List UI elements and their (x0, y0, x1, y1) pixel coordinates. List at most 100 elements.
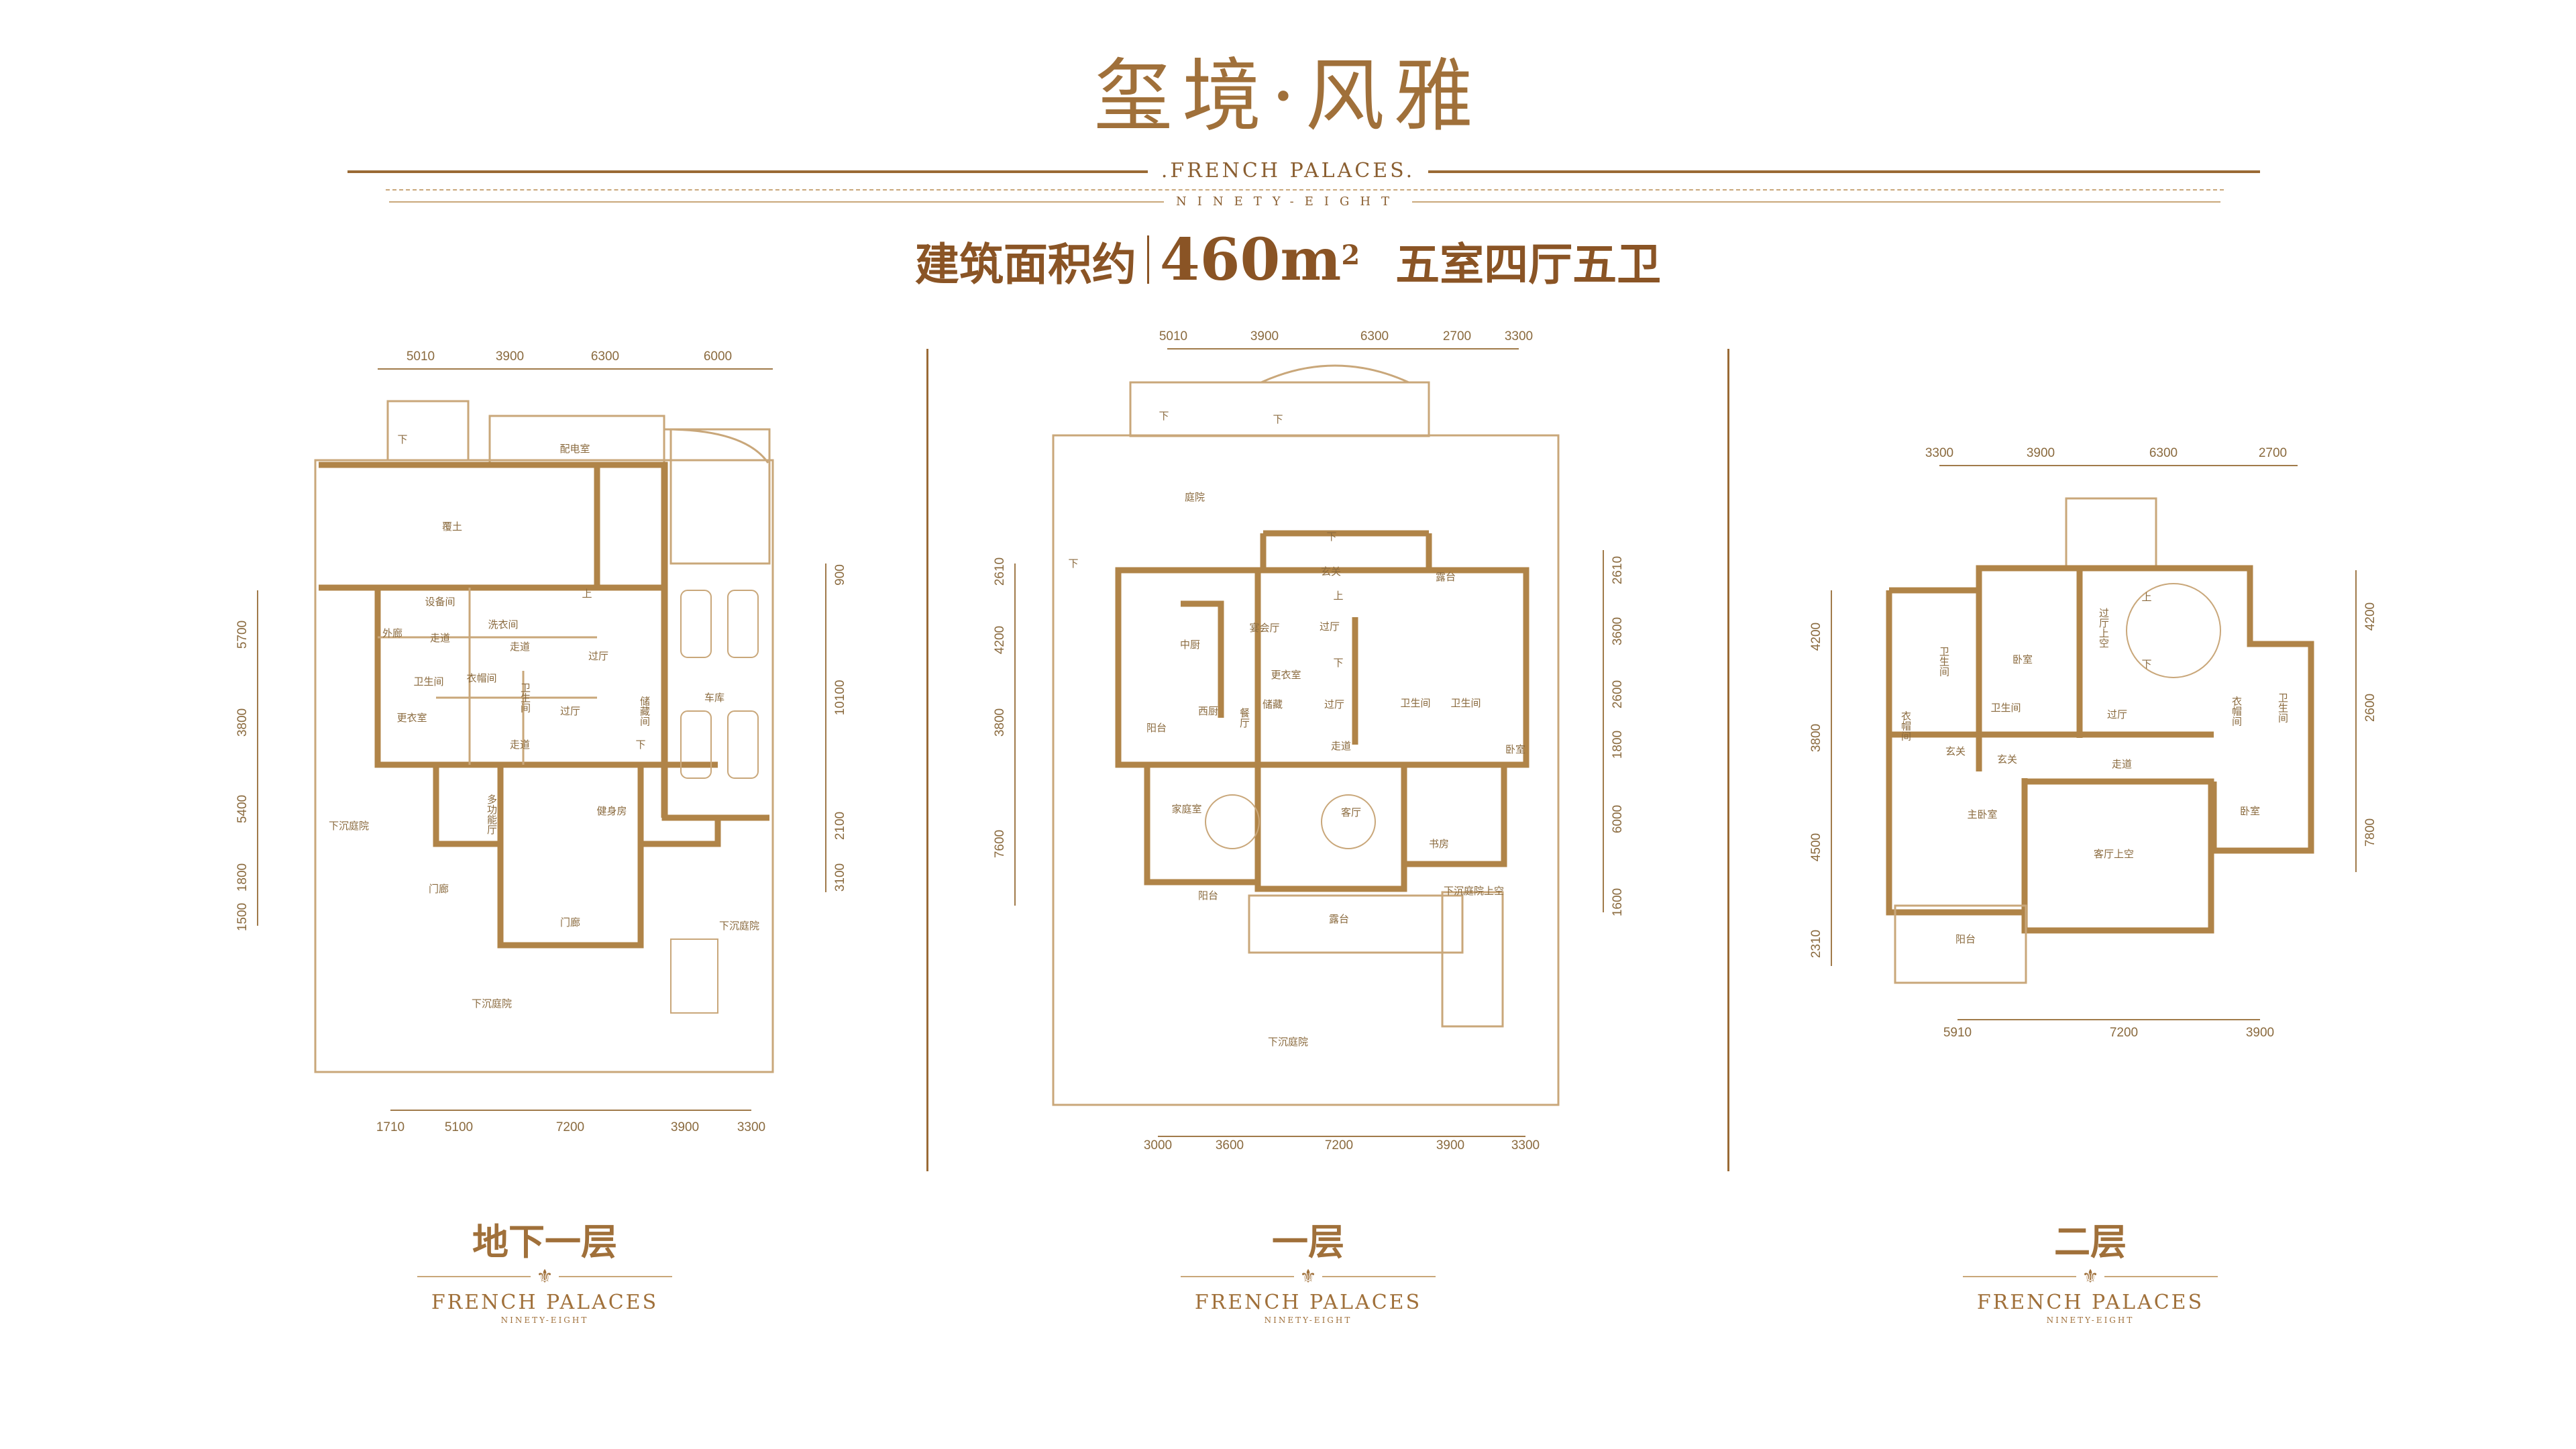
dimension-right: 7800 (2363, 818, 2377, 847)
room-label: 下 (635, 739, 646, 751)
room-label: 露台 (1328, 913, 1350, 925)
room-label: 卫生间 (1400, 697, 1431, 709)
dimension-top: 3900 (1250, 329, 1279, 343)
floor-name: 一层 (1272, 1220, 1344, 1263)
caption-brand: FRENCH PALACES (1194, 1291, 1422, 1314)
first-floor-plan (1014, 348, 1604, 1137)
dimension-bottom: 3900 (1436, 1138, 1465, 1152)
room-label: 玄关 (1320, 566, 1342, 578)
room-label: 客厅上空 (2093, 848, 2135, 860)
dimension-bottom: 1710 (376, 1120, 405, 1134)
room-label: 健身房 (596, 805, 627, 817)
brand-text: .FRENCH PALACES. (1147, 159, 1429, 182)
area-label: 建筑面积约 (914, 238, 1136, 290)
dimension-left: 4200 (1809, 622, 1823, 651)
caption-first-floor: 一层 ⚜ FRENCH PALACES NINETY-EIGHT (1181, 1220, 1436, 1326)
dimension-right: 4200 (2363, 602, 2377, 631)
room-label: 过厅 (1319, 621, 1340, 633)
floor-name: 二层 (2054, 1220, 2127, 1263)
room-label: 餐厅 (1238, 708, 1250, 728)
room-label: 卧室 (2239, 805, 2261, 817)
room-label: 衣帽间 (2231, 696, 2243, 727)
room-label: 上 (2141, 591, 2152, 603)
dimension-right: 2600 (1611, 680, 1625, 709)
room-label: 下沉庭院 (328, 820, 370, 832)
caption-rule: ⚜ (417, 1265, 672, 1287)
dimension-left: 2310 (1809, 929, 1823, 959)
area-value: 460m (1159, 226, 1342, 294)
room-label: 过厅 (559, 705, 581, 717)
room-label: 更衣室 (1271, 669, 1301, 681)
room-label: 上 (582, 588, 592, 600)
room-label: 覆土 (441, 521, 463, 533)
room-label: 宴会厅 (1249, 622, 1280, 634)
dimension-top: 5010 (1159, 329, 1188, 343)
dimension-bottom: 5910 (1943, 1026, 1972, 1040)
dimension-right: 900 (833, 564, 847, 586)
second-floor-plan (1831, 465, 2357, 1020)
room-label: 下 (1068, 557, 1079, 570)
divider-2 (1727, 349, 1729, 1171)
room-label: 过厅上空 (2098, 608, 2110, 648)
divider-1 (926, 349, 928, 1171)
dimension-right: 2610 (1611, 555, 1625, 585)
room-label: 西厨 (1197, 705, 1219, 717)
caption-basement: 地下一层 ⚜ FRENCH PALACES NINETY-EIGHT (417, 1220, 672, 1326)
dimension-left: 7600 (993, 829, 1007, 859)
dimension-left: 3800 (235, 708, 250, 737)
dimension-left: 5700 (235, 620, 250, 649)
room-label: 上 (1333, 590, 1344, 602)
room-label: 卫生间 (2277, 692, 2289, 723)
dimension-top: 3900 (2026, 446, 2055, 460)
dimension-left: 1500 (235, 902, 250, 932)
dimension-left: 1800 (235, 863, 250, 892)
dimension-top: 6000 (703, 350, 733, 364)
room-label: 门廊 (559, 916, 581, 928)
room-label: 过厅 (1324, 698, 1345, 710)
room-label: 洗衣间 (488, 619, 519, 631)
caption-brand: FRENCH PALACES (431, 1291, 659, 1314)
room-label: 过厅 (588, 650, 609, 662)
divider (1146, 235, 1149, 284)
room-label: 庭院 (1184, 491, 1205, 503)
room-label: 储藏间 (639, 696, 651, 727)
fleur-de-lis-icon: ⚜ (1294, 1265, 1322, 1287)
dimension-top: 6300 (590, 350, 620, 364)
room-label: 配电室 (559, 443, 590, 455)
dimension-left: 3800 (1809, 723, 1823, 753)
brand-wrap: .FRENCH PALACES. (0, 159, 2576, 182)
room-label: 阳台 (1146, 722, 1167, 734)
room-label: 玄关 (1945, 745, 1966, 757)
dimension-right: 3100 (833, 863, 847, 892)
dimension-top: 2700 (2258, 446, 2288, 460)
room-label: 下沉庭院上空 (1443, 885, 1505, 897)
dimension-top: 6300 (2149, 446, 2178, 460)
caption-second-floor: 二层 ⚜ FRENCH PALACES NINETY-EIGHT (1963, 1220, 2218, 1326)
room-label: 卫生间 (519, 682, 531, 713)
room-label: 外廊 (382, 627, 403, 639)
dimension-bottom: 7200 (1324, 1138, 1354, 1152)
room-label: 车库 (704, 692, 725, 704)
dimension-bottom: 3000 (1143, 1138, 1173, 1152)
floor-name: 地下一层 (472, 1220, 617, 1263)
dimension-right: 10100 (833, 680, 847, 716)
room-label: 主卧室 (1967, 808, 1998, 820)
dimension-left: 2610 (993, 557, 1007, 586)
room-label: 下 (2141, 658, 2152, 670)
room-label: 衣帽间 (1900, 710, 1912, 741)
header-rule-dashed (386, 189, 2224, 191)
room-label: 衣帽间 (466, 672, 497, 684)
room-label: 下 (1273, 413, 1283, 425)
dimension-top: 3900 (495, 350, 525, 364)
dimension-top: 2700 (1442, 329, 1472, 343)
dimension-bottom: 3600 (1215, 1138, 1244, 1152)
room-label: 更衣室 (396, 712, 427, 724)
dimension-top: 5010 (406, 350, 435, 364)
dimension-right: 1800 (1611, 730, 1625, 759)
dimension-bottom: 3300 (737, 1120, 766, 1134)
dimension-bottom: 5100 (444, 1120, 474, 1134)
caption-rule: ⚜ (1181, 1265, 1436, 1287)
dimension-right: 2100 (833, 811, 847, 841)
